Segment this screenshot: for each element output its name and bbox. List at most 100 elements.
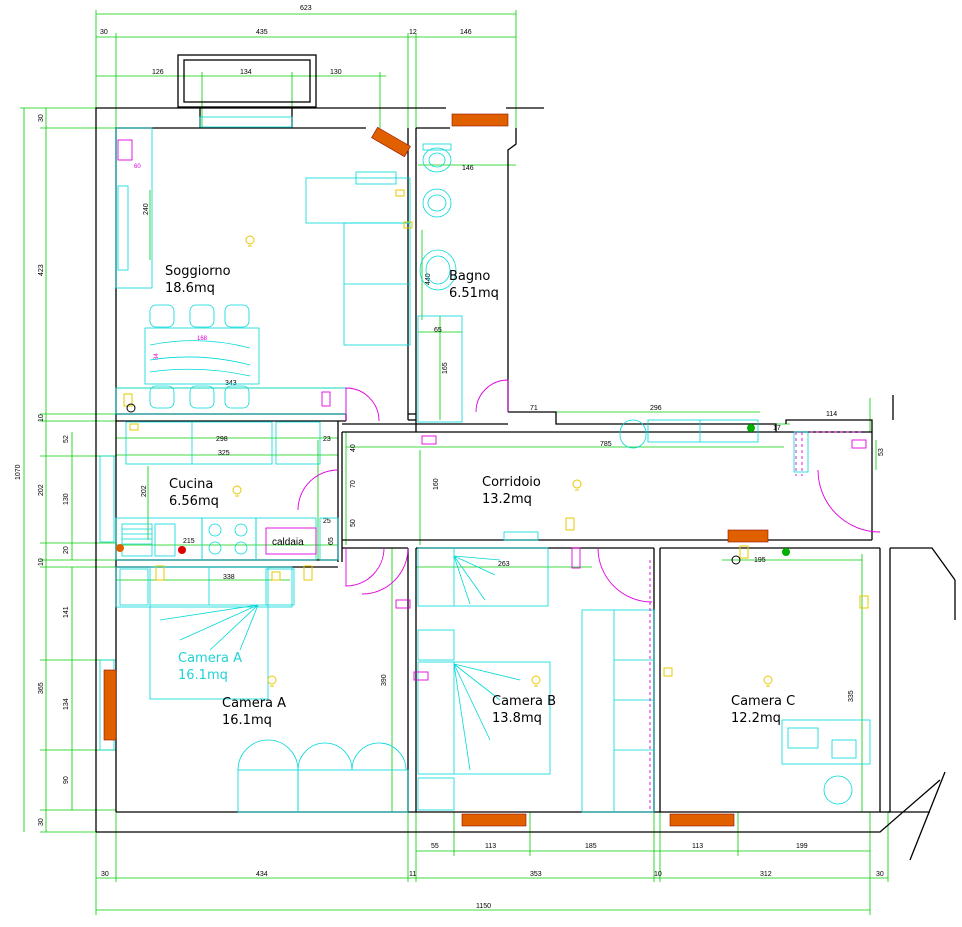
dim-top-146: 146 — [460, 29, 472, 36]
room-name-bagno: Bagno — [449, 269, 490, 284]
radiator-bagno — [451, 113, 509, 127]
dim-114: 114 — [826, 411, 837, 418]
doors — [297, 379, 881, 812]
dim-23: 23 — [323, 436, 331, 443]
dim-785: 785 — [600, 441, 612, 448]
dim-left-20: 20 — [63, 546, 70, 554]
light-soggiorno-icon — [245, 235, 255, 247]
dim-bot-10: 10 — [654, 871, 662, 878]
room-area-soggiorno: 18.6mq — [165, 281, 215, 296]
room-area-camera-a: 16.1mq — [222, 713, 272, 728]
dim-top-total: 623 — [300, 5, 312, 12]
radiator-camera-c — [669, 813, 735, 827]
dim-335: 335 — [848, 690, 855, 702]
room-name-camera-b: Camera B — [492, 694, 556, 709]
dim-240: 240 — [143, 203, 150, 215]
outlet-icon — [395, 189, 405, 197]
dim-left-423: 423 — [38, 264, 45, 276]
dim-top-134: 134 — [240, 69, 252, 76]
dim-left-365: 365 — [38, 682, 45, 694]
dim-left-90: 90 — [63, 776, 70, 784]
dim-bot-434: 434 — [256, 871, 268, 878]
dim-263: 263 — [498, 561, 510, 568]
dim-bot-199: 199 — [796, 843, 808, 850]
dim-40: 40 — [350, 444, 357, 452]
room-area-camera-b: 13.8mq — [492, 711, 542, 726]
room-name-cucina: Cucina — [169, 477, 213, 492]
dim-bot-55: 55 — [431, 843, 439, 850]
dim-298: 298 — [216, 436, 228, 443]
dim-bot-11: 11 — [409, 871, 416, 878]
dim-top-435: 435 — [256, 29, 268, 36]
room-name-corridoio: Corridoio — [482, 475, 541, 490]
dim-343: 343 — [225, 380, 237, 387]
dim-bot-185: 185 — [585, 843, 597, 850]
dim-296: 296 — [650, 405, 662, 412]
dim-left-52: 52 — [63, 435, 70, 443]
room-area-camera-a-furniture: 16.1mq — [178, 668, 228, 683]
lights — [116, 139, 869, 687]
room-area-cucina: 6.56mq — [169, 494, 219, 509]
sofa — [305, 177, 411, 224]
dim-60: 60 — [134, 164, 141, 170]
dim-50: 50 — [350, 519, 357, 527]
room-name-camera-a-furniture: Camera A — [178, 651, 242, 666]
dim-168: 168 — [197, 336, 208, 342]
walls — [95, 54, 956, 861]
light-corridoio-icon — [572, 479, 582, 491]
room-area-bagno: 6.51mq — [449, 286, 499, 301]
double-bed-b — [417, 661, 551, 775]
stove — [201, 517, 257, 561]
dim-left-10a: 10 — [38, 414, 45, 422]
radiator-soggiorno — [371, 126, 411, 158]
wardrobe-a — [237, 769, 299, 813]
dim-17: 17 — [773, 425, 781, 432]
dim-left-30b: 30 — [38, 818, 45, 826]
room-name-soggiorno: Soggiorno — [165, 264, 231, 279]
electric-panel-icon — [117, 139, 133, 161]
light-cucina-icon — [232, 485, 242, 497]
room-area-corridoio: 13.2mq — [482, 492, 532, 507]
dim-165: 165 — [442, 362, 449, 374]
dim-195: 195 — [754, 557, 766, 564]
wardrobe-b — [581, 609, 655, 813]
dim-top-30: 30 — [100, 29, 108, 36]
room-labels: Soggiorno 18.6mq Bagno 6.51mq Cucina 6.5… — [165, 264, 795, 728]
dim-bot-113a: 113 — [485, 843, 496, 850]
dim-160: 160 — [433, 478, 440, 490]
light-camera-a-icon — [267, 675, 277, 687]
dimension-labels: 623 30 435 12 146 126 134 130 1070 30 42… — [15, 5, 885, 910]
radiator-corridoio — [727, 529, 769, 543]
washbasin — [419, 249, 457, 291]
dim-left-30a: 30 — [38, 114, 45, 122]
balcony — [177, 54, 317, 108]
dim-left-134: 134 — [63, 698, 70, 710]
shower — [417, 315, 463, 423]
dim-left-10b: 10 — [38, 558, 45, 566]
radiator-camera-b — [461, 813, 527, 827]
dim-top-126: 126 — [152, 69, 164, 76]
room-area-camera-c: 12.2mq — [731, 711, 781, 726]
dim-84: 84 — [154, 353, 160, 360]
light-camera-c-icon — [763, 675, 773, 687]
furniture — [99, 116, 871, 813]
radiators — [103, 113, 769, 827]
dim-bot-30a: 30 — [101, 871, 109, 878]
room-name-camera-c: Camera C — [731, 694, 795, 709]
dim-65b: 65 — [328, 537, 335, 545]
boiler-label: caldaia — [272, 537, 304, 548]
dim-338: 338 — [223, 574, 235, 581]
dim-146-bagno: 146 — [462, 165, 474, 172]
radiator-camera-a — [103, 669, 117, 741]
dim-65: 65 — [434, 327, 442, 334]
dim-top-130: 130 — [330, 69, 342, 76]
dim-left-130: 130 — [63, 493, 70, 505]
dim-53: 53 — [878, 448, 885, 456]
desk-c — [781, 719, 871, 765]
dim-390: 390 — [381, 674, 388, 686]
dim-top-12: 12 — [409, 29, 417, 36]
dim-bot-113b: 113 — [692, 843, 703, 850]
gas-valve-icon — [116, 544, 124, 552]
dim-215: 215 — [183, 538, 195, 545]
